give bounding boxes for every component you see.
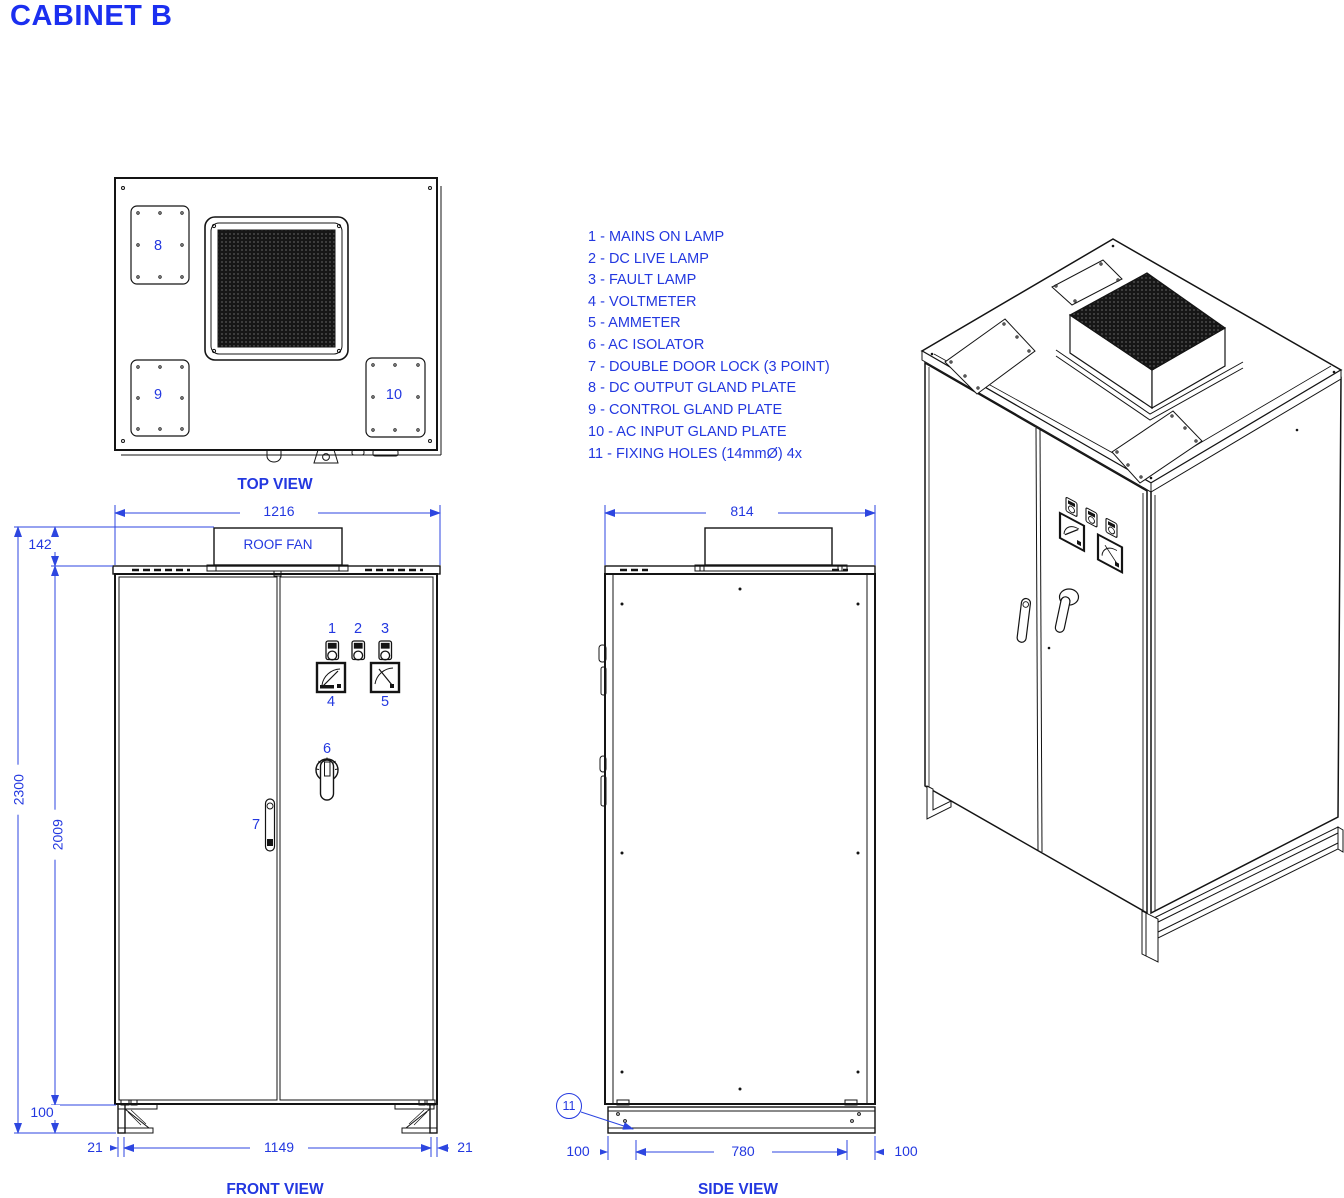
callout-11-balloon: 11 bbox=[556, 1093, 582, 1119]
dim-overall-height: 2300 bbox=[10, 764, 27, 815]
legend-item-6: 6 - AC ISOLATOR bbox=[588, 337, 705, 353]
dimension-lines bbox=[14, 505, 922, 1160]
dim-side-width: 814 bbox=[706, 503, 778, 520]
lamp-icons bbox=[325, 640, 393, 661]
dim-left-margin: 21 bbox=[80, 1139, 110, 1156]
ac-isolator-icon bbox=[315, 757, 339, 801]
iso-plinth bbox=[926, 785, 1344, 963]
side-hinges bbox=[598, 644, 607, 807]
roof-fan-label: ROOF FAN bbox=[243, 537, 313, 552]
plate8-screws bbox=[136, 211, 184, 279]
side-plinth bbox=[607, 1099, 876, 1134]
side-screws bbox=[620, 587, 860, 1091]
voltmeter-icon bbox=[315, 661, 347, 694]
legend-item-2: 2 - DC LIVE LAMP bbox=[588, 251, 709, 267]
legend-item-11: 11 - FIXING HOLES (14mmØ) 4x bbox=[588, 446, 803, 462]
roof-fan-grille bbox=[204, 216, 349, 361]
callout-5: 5 bbox=[380, 694, 390, 710]
plate9-screws bbox=[136, 365, 184, 431]
dim-door-height: 2009 bbox=[49, 809, 66, 860]
dim-plinth-height: 100 bbox=[24, 1104, 60, 1121]
legend-item-1: 1 - MAINS ON LAMP bbox=[588, 229, 725, 245]
legend-item-9: 9 - CONTROL GLAND PLATE bbox=[588, 402, 783, 418]
legend-item-3: 3 - FAULT LAMP bbox=[588, 272, 697, 288]
dim-front-inset: 100 bbox=[556, 1143, 600, 1160]
callout-10: 10 bbox=[385, 387, 403, 403]
front-view-label: FRONT VIEW bbox=[226, 1181, 324, 1198]
legend-item-7: 7 - DOUBLE DOOR LOCK (3 POINT) bbox=[588, 359, 830, 375]
dim-front-width: 1216 bbox=[240, 503, 318, 520]
top-view-drawing bbox=[114, 177, 442, 464]
front-view-drawing bbox=[112, 527, 441, 1134]
ammeter-icon bbox=[369, 661, 401, 694]
page-title: CABINET B bbox=[10, 0, 173, 32]
legend-item-4: 4 - VOLTMETER bbox=[588, 294, 697, 310]
dim-fan-height: 142 bbox=[22, 536, 58, 553]
dim-right-margin: 21 bbox=[450, 1139, 480, 1156]
iso-gland-plates bbox=[944, 259, 1203, 484]
door-lock-icon bbox=[264, 798, 276, 852]
iso-controls bbox=[1058, 496, 1124, 574]
front-feet bbox=[117, 1099, 438, 1134]
legend-item-5: 5 - AMMETER bbox=[588, 315, 681, 331]
callout-1: 1 bbox=[327, 621, 337, 637]
iso-handles bbox=[1016, 588, 1080, 643]
side-view-drawing bbox=[598, 527, 876, 1134]
dim-hole-spacing: 780 bbox=[714, 1143, 772, 1160]
iso-fan-box bbox=[1055, 272, 1244, 421]
dim-base-width: 1149 bbox=[250, 1139, 308, 1156]
legend-item-10: 10 - AC INPUT GLAND PLATE bbox=[588, 424, 787, 440]
plate10-screws bbox=[371, 363, 420, 432]
roof-screws bbox=[930, 244, 1336, 650]
callout-4: 4 bbox=[326, 694, 336, 710]
isometric-drawing bbox=[920, 238, 1344, 963]
callout-11: 11 bbox=[562, 1099, 576, 1113]
legend-item-8: 8 - DC OUTPUT GLAND PLATE bbox=[588, 380, 797, 396]
dim-rear-inset: 100 bbox=[884, 1143, 928, 1160]
callout-2: 2 bbox=[353, 621, 363, 637]
callout-3: 3 bbox=[380, 621, 390, 637]
top-view-label: TOP VIEW bbox=[237, 476, 313, 493]
callout-7: 7 bbox=[251, 817, 261, 833]
callout-9: 9 bbox=[153, 387, 163, 403]
side-view-label: SIDE VIEW bbox=[697, 1181, 779, 1198]
callout-8: 8 bbox=[153, 238, 163, 254]
top-view-tabs bbox=[266, 449, 399, 464]
callout-6: 6 bbox=[322, 741, 332, 757]
